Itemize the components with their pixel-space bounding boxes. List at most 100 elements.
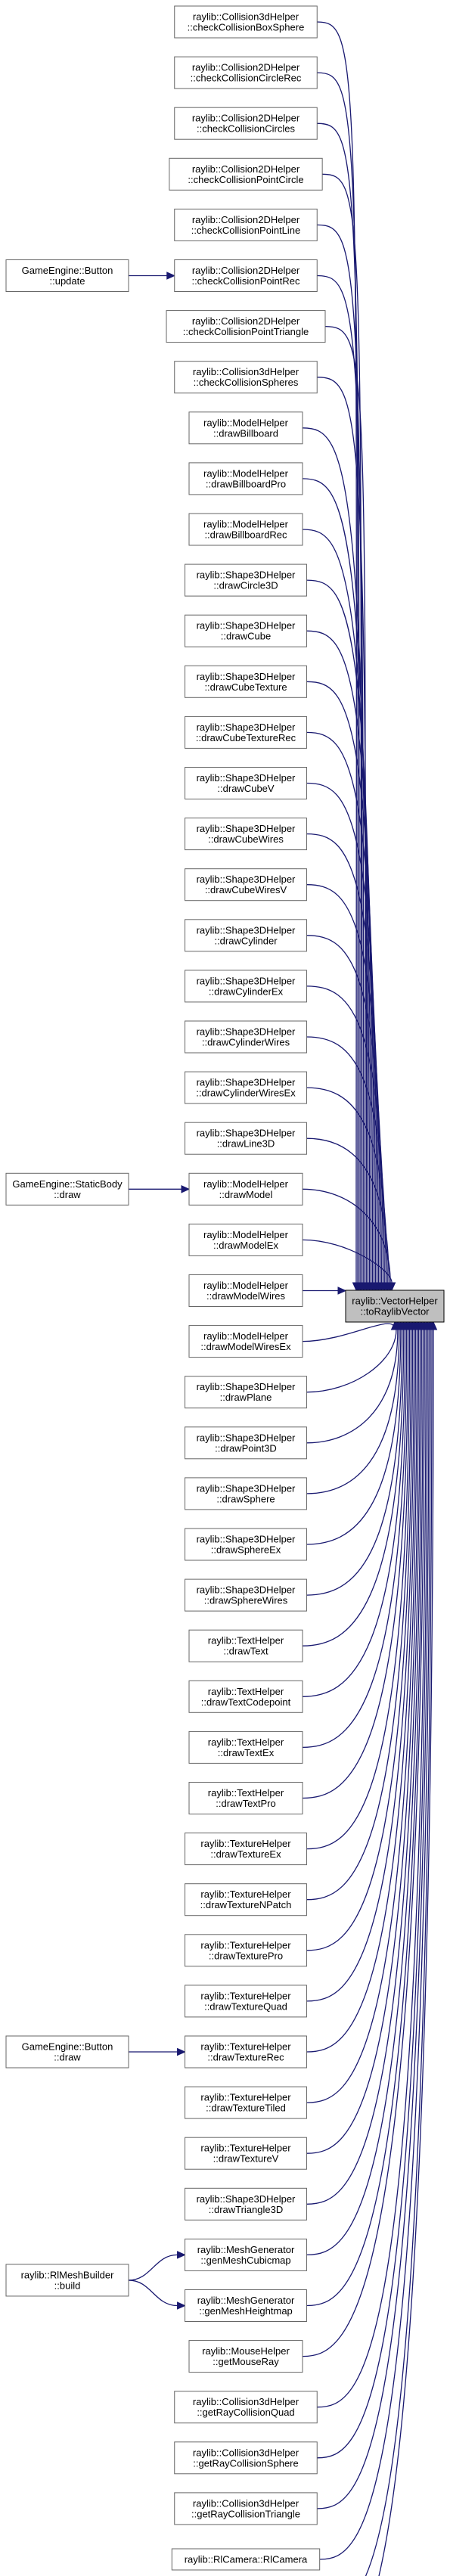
node-modelhelper-drawmodelwiresex[interactable]: raylib::ModelHelper::drawModelWiresEx [188,1325,303,1358]
node-collision2dhelper-checkcollisionpointcircle-label-2: ::checkCollisionPointCircle [188,174,303,185]
node-shape3dhelper-drawpoint3d[interactable]: raylib::Shape3DHelper::drawPoint3D [185,1426,307,1460]
node-collision2dhelper-checkcollisioncirclerec-box [174,56,318,89]
node-shape3dhelper-drawsphere-label-2: ::drawSphere [216,1493,275,1504]
node-caller-staticbody-draw-label-1: GameEngine::StaticBody [12,1178,123,1190]
node-modelhelper-drawmodelex[interactable]: raylib::ModelHelper::drawModelEx [188,1223,303,1256]
node-caller-staticbody-draw[interactable]: GameEngine::StaticBody::draw [5,1172,129,1206]
node-target-to-raylib-vector-label-2: ::toRaylibVector [360,1306,430,1317]
node-shape3dhelper-drawcircle3d-label-2: ::drawCircle3D [213,580,278,591]
node-collision3dhelper-checkcollisionspheres[interactable]: raylib::Collision3dHelper::checkCollisio… [174,361,318,394]
node-shape3dhelper-drawsphereex-label-1: raylib::Shape3DHelper [197,1534,296,1545]
node-shape3dhelper-drawplane[interactable]: raylib::Shape3DHelper::drawPlane [185,1376,307,1409]
node-collision2dhelper-checkcollisionpointline[interactable]: raylib::Collision2DHelper::checkCollisio… [174,208,318,241]
node-shape3dhelper-drawcubetexture[interactable]: raylib::Shape3DHelper::drawCubeTexture [185,665,307,698]
node-shape3dhelper-drawcylinder-box [185,919,307,952]
node-modelhelper-drawmodel[interactable]: raylib::ModelHelper::drawModel [188,1172,303,1206]
node-shape3dhelper-drawcubewiresv-label-2: ::drawCubeWiresV [205,884,287,895]
node-modelhelper-drawmodelwires-box [188,1274,303,1307]
node-collision2dhelper-checkcollisionpointtriangle[interactable]: raylib::Collision2DHelper::checkCollisio… [166,310,326,343]
node-collision3dhelper-getraycollisionquad-label-1: raylib::Collision3dHelper [193,2396,299,2407]
node-collision3dhelper-getraycollisionsphere-label-1: raylib::Collision3dHelper [193,2447,299,2458]
node-shape3dhelper-drawcubetexturerec[interactable]: raylib::Shape3DHelper::drawCubeTextureRe… [185,715,307,749]
node-caller-button-update[interactable]: GameEngine::Button::update [5,259,129,292]
node-shape3dhelper-drawcylinder[interactable]: raylib::Shape3DHelper::drawCylinder [185,919,307,952]
node-target-to-raylib-vector[interactable]: raylib::VectorHelper::toRaylibVector [345,1290,445,1323]
node-texturehelper-drawtexturequad[interactable]: raylib::TextureHelper::drawTextureQuad [185,1985,307,2018]
node-texturehelper-drawtexturerec[interactable]: raylib::TextureHelper::drawTextureRec [185,2035,307,2069]
node-modelhelper-drawbillboard[interactable]: raylib::ModelHelper::drawBillboard [188,411,303,445]
node-texthelper-drawtextpro[interactable]: raylib::TextHelper::drawTextPro [188,1782,303,1814]
node-mousehelper-getmouseray[interactable]: raylib::MouseHelper::getMouseRay [188,2340,303,2373]
edge-modelhelper-drawbillboardpro-to-target-line [302,478,371,1283]
node-collision2dhelper-checkcollisionpointrec-label-1: raylib::Collision2DHelper [192,265,300,276]
node-texturehelper-drawtexturev[interactable]: raylib::TextureHelper::drawTextureV [185,2137,307,2170]
edge-texturehelper-drawtexturerec-to-target-line [306,1329,417,2053]
edge-node-caller-rlmeshbuilder-build-to-meshgenerator-genmeshcubicmap-line [128,2254,178,2281]
node-shape3dhelper-drawsphere[interactable]: raylib::Shape3DHelper::drawSphere [185,1477,307,1510]
node-texturehelper-drawtexturetiled[interactable]: raylib::TextureHelper::drawTextureTiled [185,2086,307,2119]
node-texturehelper-drawtexturequad-label-2: ::drawTextureQuad [204,2000,287,2012]
edge-modelhelper-drawmodelwires-to-target-arrowhead [337,1286,347,1295]
node-rlcamera-rlcamera[interactable]: raylib::RlCamera::RlCamera [171,2548,321,2571]
node-texturehelper-drawtexturepro[interactable]: raylib::TextureHelper::drawTexturePro [185,1934,307,1967]
node-collision3dhelper-getraycollisiontriangle[interactable]: raylib::Collision3dHelper::getRayCollisi… [174,2492,318,2525]
node-shape3dhelper-drawplane-label-2: ::drawPlane [220,1392,272,1403]
node-texthelper-drawtext[interactable]: raylib::TextHelper::drawText [188,1629,303,1662]
node-collision2dhelper-checkcollisioncirclerec[interactable]: raylib::Collision2DHelper::checkCollisio… [174,56,318,89]
edge-shape3dhelper-drawcubewires-to-target-line [306,833,381,1283]
node-collision2dhelper-checkcollisioncircles[interactable]: raylib::Collision2DHelper::checkCollisio… [174,107,318,140]
node-shape3dhelper-drawcubetexturerec-label-1: raylib::Shape3DHelper [197,722,296,733]
node-shape3dhelper-drawcubewires-label-2: ::drawCubeWires [208,833,284,845]
edge-shape3dhelper-drawsphere-to-target [306,1321,404,1494]
node-collision3dhelper-checkcollisionboxsphere-box [174,5,318,39]
node-texturehelper-drawtexturetiled-label-1: raylib::TextureHelper [200,2092,291,2103]
node-texturehelper-drawtexturenpatch[interactable]: raylib::TextureHelper::drawTextureNPatch [185,1883,307,1916]
edge-shape3dhelper-drawsphere-to-target-line [306,1329,400,1494]
edge-collision2dhelper-checkcollisionpointline-to-target-line [317,224,363,1283]
edge-shape3dhelper-drawcubetexture-to-target-line [306,681,377,1283]
node-shape3dhelper-drawcylinderex[interactable]: raylib::Shape3DHelper::drawCylinderEx [185,970,307,1003]
node-caller-button-draw[interactable]: GameEngine::Button::draw [5,2035,129,2069]
node-collision2dhelper-checkcollisionpointcircle[interactable]: raylib::Collision2DHelper::checkCollisio… [169,157,323,191]
node-modelhelper-drawbillboardpro[interactable]: raylib::ModelHelper::drawBillboardPro [188,462,303,495]
node-caller-rlmeshbuilder-build[interactable]: raylib::RlMeshBuilder::build [5,2264,129,2297]
edge-meshgenerator-genmeshheightmap-to-target-line [306,1329,424,2307]
node-shape3dhelper-drawcircle3d[interactable]: raylib::Shape3DHelper::drawCircle3D [185,563,307,597]
node-texthelper-drawtextex-box [188,1730,303,1764]
edge-rlcamera-settarget-to-target-arrowhead [429,1321,438,1330]
node-meshgenerator-genmeshheightmap[interactable]: raylib::MeshGenerator::genMeshHeightmap [185,2289,307,2322]
node-collision3dhelper-checkcollisionspheres-label-1: raylib::Collision3dHelper [193,366,299,377]
node-modelhelper-drawmodelwires[interactable]: raylib::ModelHelper::drawModelWires [188,1274,303,1307]
node-shape3dhelper-drawspherewires[interactable]: raylib::Shape3DHelper::drawSphereWires [185,1578,307,1612]
node-texthelper-drawtext-box [188,1629,303,1662]
node-shape3dhelper-drawsphereex[interactable]: raylib::Shape3DHelper::drawSphereEx [185,1528,307,1561]
node-shape3dhelper-drawcylinderwires[interactable]: raylib::Shape3DHelper::drawCylinderWires [185,1020,307,1054]
node-shape3dhelper-drawsphere-box [185,1477,307,1510]
node-shape3dhelper-drawtriangle3d[interactable]: raylib::Shape3DHelper::drawTriangle3D [185,2187,307,2221]
node-collision3dhelper-getraycollisionquad[interactable]: raylib::Collision3dHelper::getRayCollisi… [174,2391,318,2424]
node-texthelper-drawtextcodepoint[interactable]: raylib::TextHelper::drawTextCodepoint [188,1680,303,1713]
node-texturehelper-drawtexturequad-box [185,1985,307,2018]
nodes-layer: raylib::Collision3dHelper::checkCollisio… [5,5,445,2571]
node-caller-button-update-label-1: GameEngine::Button [22,265,113,276]
node-mousehelper-getmouseray-label-1: raylib::MouseHelper [202,2345,290,2357]
node-shape3dhelper-drawcubev-box [185,767,307,799]
node-collision2dhelper-checkcollisionpointrec[interactable]: raylib::Collision2DHelper::checkCollisio… [174,259,318,292]
node-texthelper-drawtextex[interactable]: raylib::TextHelper::drawTextEx [188,1730,303,1764]
node-shape3dhelper-drawcubev[interactable]: raylib::Shape3DHelper::drawCubeV [185,767,307,799]
node-shape3dhelper-drawcylinder-label-2: ::drawCylinder [214,935,278,946]
node-shape3dhelper-drawline3d[interactable]: raylib::Shape3DHelper::drawLine3D [185,1122,307,1155]
node-modelhelper-drawbillboardrec[interactable]: raylib::ModelHelper::drawBillboardRec [188,513,303,546]
node-shape3dhelper-drawcubewires[interactable]: raylib::Shape3DHelper::drawCubeWires [185,818,307,851]
node-shape3dhelper-drawsphere-label-1: raylib::Shape3DHelper [197,1482,296,1494]
edge-collision3dhelper-getraycollisiontriangle-to-target-line [317,1329,430,2509]
edge-shape3dhelper-drawcylinderwiresex-to-target-line [306,1087,388,1283]
edge-collision2dhelper-checkcollisioncirclerec-to-target-line [317,72,358,1283]
node-collision3dhelper-checkcollisionboxsphere[interactable]: raylib::Collision3dHelper::checkCollisio… [174,5,318,39]
node-collision3dhelper-getraycollisionsphere[interactable]: raylib::Collision3dHelper::getRayCollisi… [174,2441,318,2475]
node-texturehelper-drawtextureex[interactable]: raylib::TextureHelper::drawTextureEx [185,1833,307,1866]
node-meshgenerator-genmeshcubicmap[interactable]: raylib::MeshGenerator::genMeshCubicmap [185,2238,307,2271]
node-shape3dhelper-drawcylinderwiresex[interactable]: raylib::Shape3DHelper::drawCylinderWires… [185,1071,307,1104]
node-shape3dhelper-drawcubewiresv[interactable]: raylib::Shape3DHelper::drawCubeWiresV [185,868,307,902]
node-shape3dhelper-drawcube[interactable]: raylib::Shape3DHelper::drawCube [185,614,307,647]
